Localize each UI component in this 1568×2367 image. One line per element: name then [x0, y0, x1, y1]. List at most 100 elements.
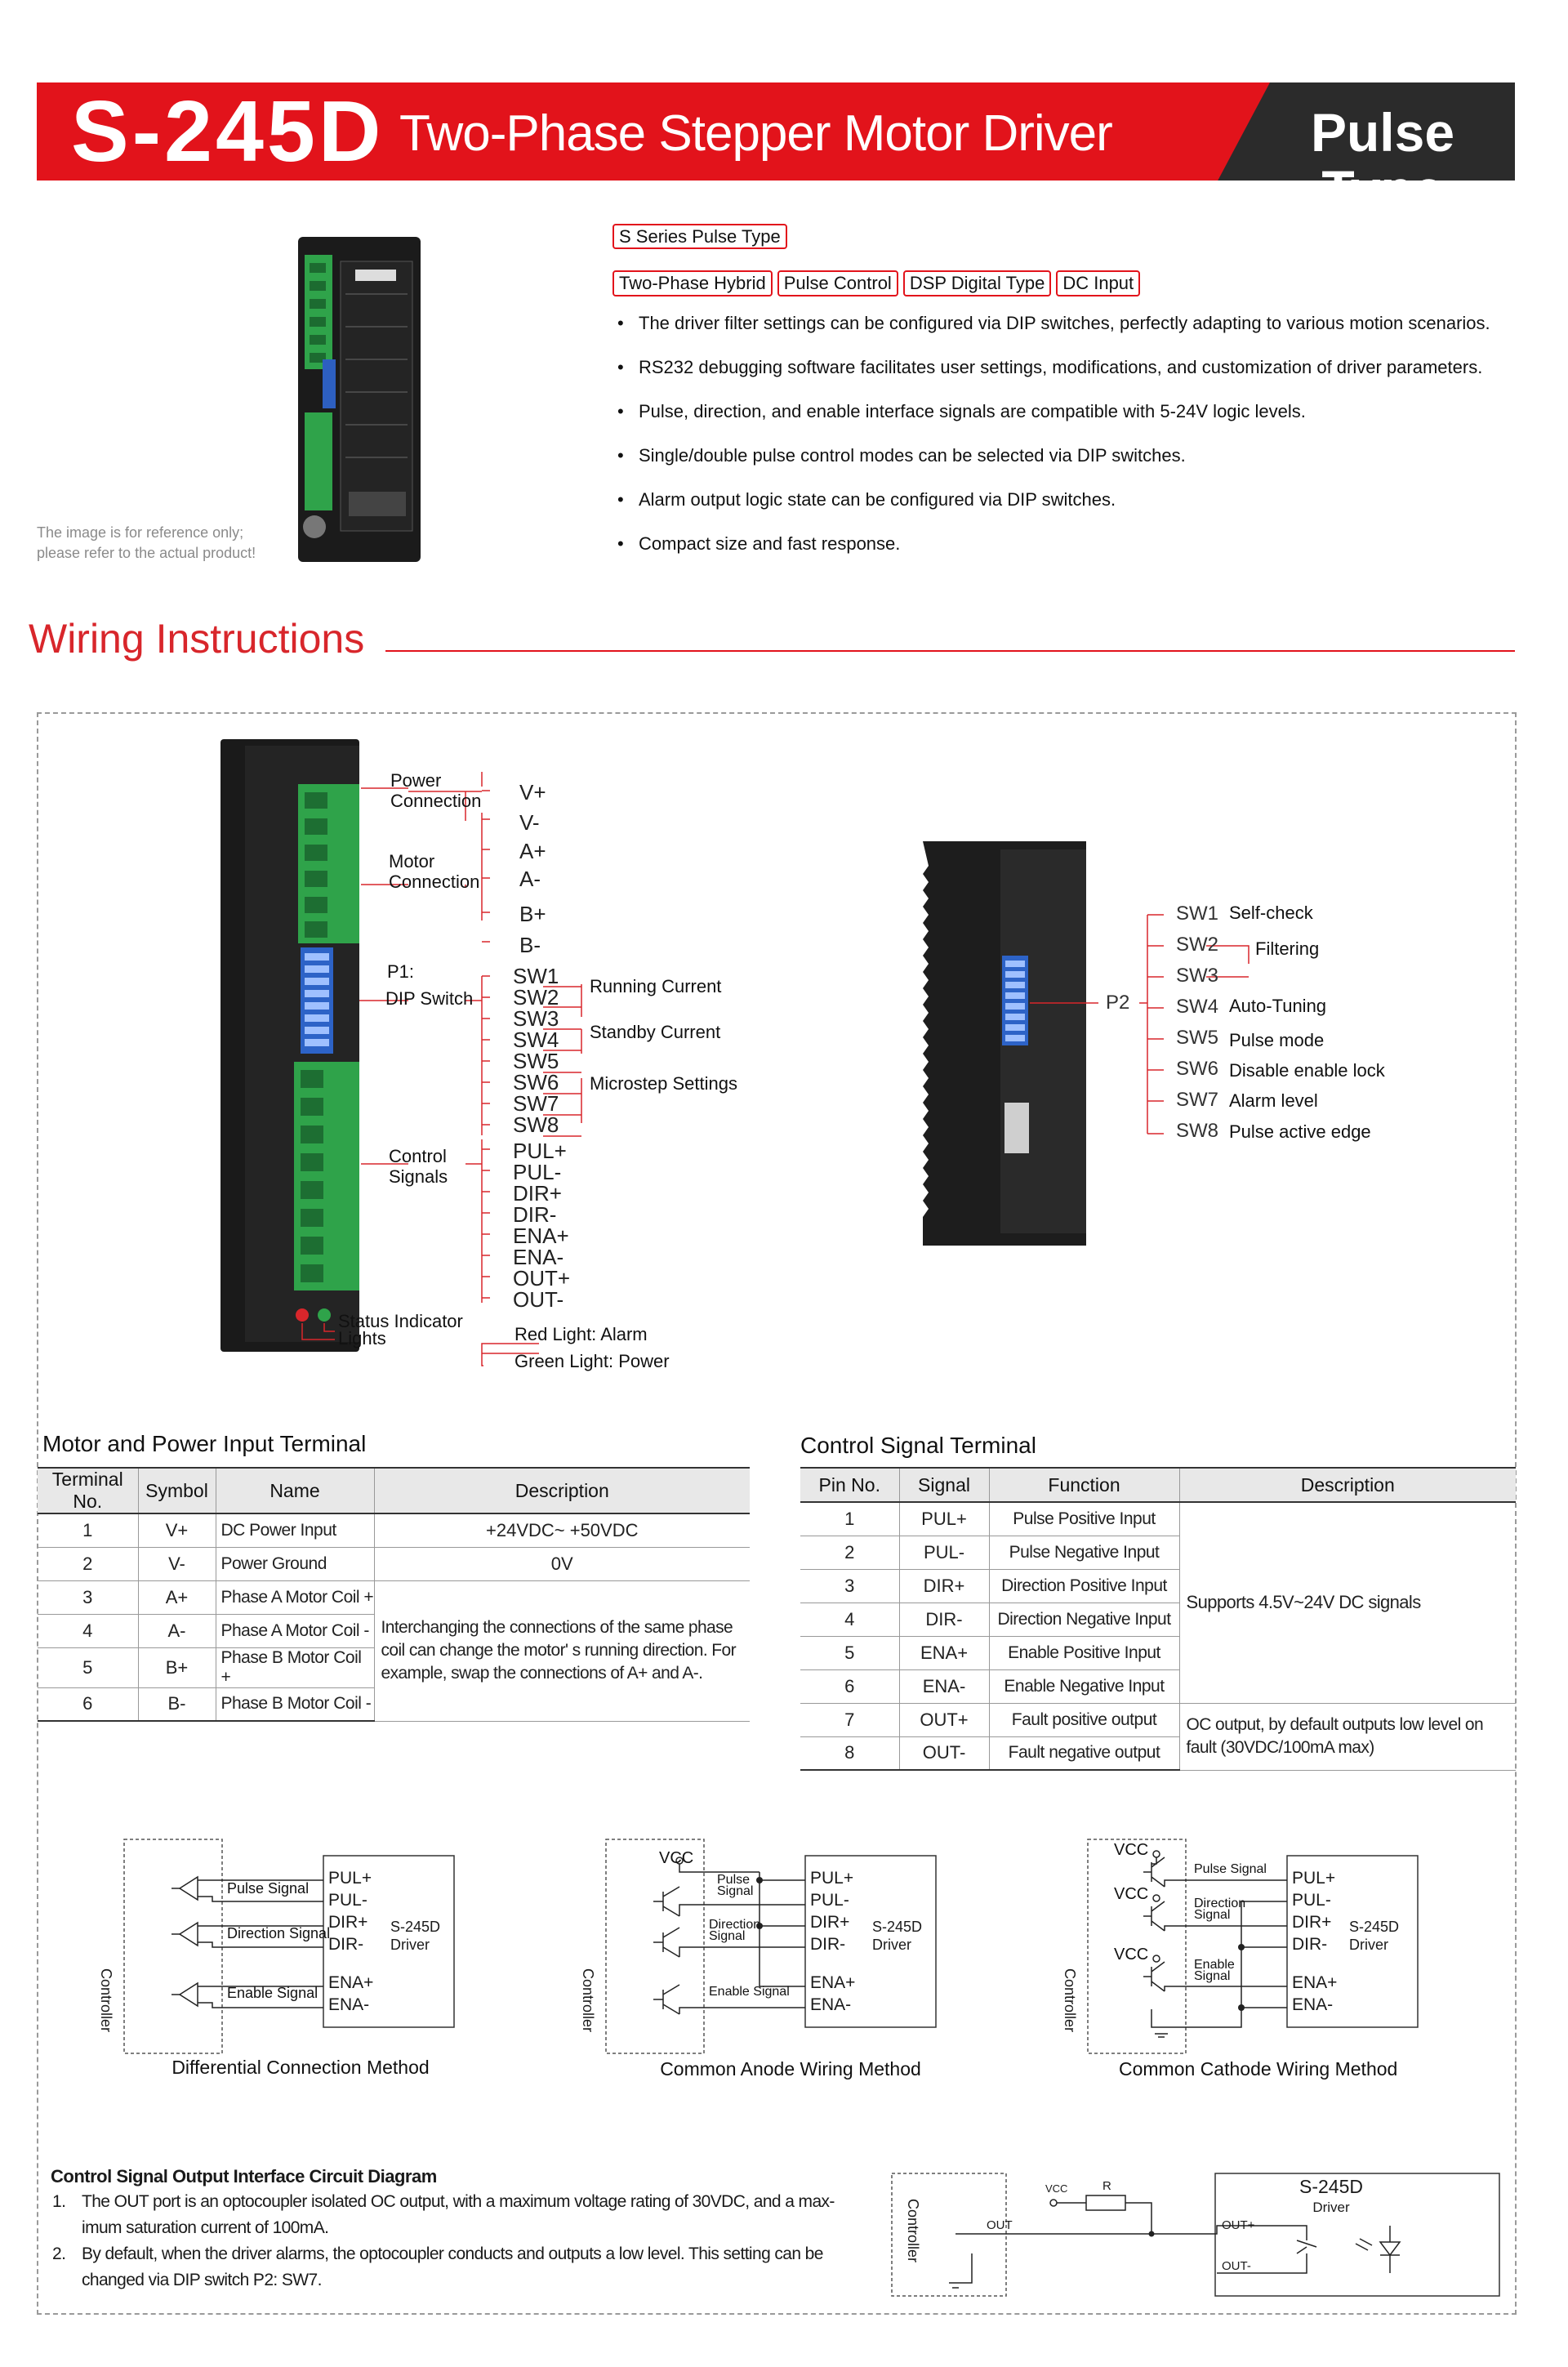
ctrl-pin: PUL-: [513, 1160, 562, 1184]
cell: V-: [137, 1547, 216, 1581]
diff-pin-list: PUL+ PUL- DIR+ DIR- ENA+ ENA-: [328, 1867, 373, 2016]
pin-label: PUL-: [1292, 1891, 1331, 1910]
cathode-vcc-1: VCC: [1114, 1841, 1149, 1859]
cell: A-: [137, 1614, 216, 1648]
cell: 3: [38, 1580, 138, 1615]
col-pin: Pin No.: [800, 1467, 899, 1503]
cell: 4: [800, 1603, 899, 1637]
ctrl-label-1: Control: [389, 1146, 447, 1166]
tag-pulse-control: Pulse Control: [777, 270, 898, 296]
table-row: 1 V+ DC Power Input +24VDC~ +50VDC: [38, 1513, 750, 1548]
cell: 3: [800, 1569, 899, 1603]
ctrl-pin: OUT-: [513, 1287, 564, 1312]
p2-fn-selfcheck: Self-check: [1229, 903, 1313, 923]
wiring-title-rule: [385, 650, 1515, 652]
pin-label: ENA+: [328, 1973, 374, 1992]
out-plus: OUT+: [1222, 2218, 1255, 2232]
outputs-description: OC output, by default outputs low level …: [1178, 1703, 1516, 1771]
note-number: 1.: [52, 2192, 66, 2211]
feature-item: Compact size and fast response.: [614, 533, 1521, 577]
cell: ENA+: [898, 1636, 989, 1670]
p1-label-2: DIP Switch: [385, 988, 474, 1009]
inputs-description: Supports 4.5V~24V DC signals: [1178, 1502, 1516, 1704]
pin-label: ENA+: [1292, 1973, 1338, 1992]
pin-label: ENA-: [1292, 1995, 1334, 2014]
p2-sw6: SW6: [1176, 1058, 1219, 1080]
p2-fn-filtering: Filtering: [1255, 938, 1320, 959]
cell: A+: [137, 1580, 216, 1615]
driver-label: S-245D: [872, 1919, 923, 1935]
out-driver-label: S-245D Driver: [1298, 2176, 1364, 2218]
driver-label: Driver: [1349, 1937, 1388, 1953]
image-note-line2: please refer to the actual product!: [37, 545, 256, 561]
table-row: 3 A+ Phase A Motor Coil + Interchanging …: [38, 1580, 750, 1722]
cell: Direction Negative Input: [988, 1603, 1179, 1637]
driver-label: Driver: [872, 1937, 911, 1953]
feature-item: The driver filter settings can be config…: [614, 313, 1521, 357]
pin-label: DIR+: [810, 1913, 850, 1932]
feature-item: Pulse, direction, and enable interface s…: [614, 401, 1521, 445]
p1-sw2: SW2: [513, 985, 559, 1010]
note-text: By default, when the driver alarms, the …: [82, 2244, 823, 2289]
col-terminal: Terminal No.: [38, 1467, 138, 1514]
anode-direction-2: Signal: [709, 1929, 746, 1943]
pin-label: DIR-: [1292, 1935, 1328, 1954]
feature-item: Alarm output logic state can be configur…: [614, 489, 1521, 533]
table-row: 4 A- Phase A Motor Coil -: [38, 1614, 750, 1648]
cell: 6: [38, 1687, 138, 1722]
cell: Pulse Positive Input: [988, 1502, 1179, 1536]
out-label: OUT: [987, 2218, 1013, 2232]
power-terminal-table: Terminal No. Symbol Name Description 1 V…: [38, 1467, 750, 1722]
anode-pulse-2: Signal: [717, 1884, 754, 1898]
ctrl-pin: OUT+: [513, 1266, 571, 1290]
caption-differential: Differential Connection Method: [172, 2057, 430, 2078]
pin-label: PUL+: [328, 1869, 372, 1888]
p1-sw1: SW1: [513, 964, 559, 988]
cell: Fault negative output: [988, 1736, 1179, 1771]
col-description: Description: [1178, 1467, 1516, 1503]
cell: 1: [800, 1502, 899, 1536]
motor-label-2: Connection: [389, 871, 480, 892]
table-row: 5 B+ Phase B Motor Coil +: [38, 1647, 750, 1688]
cell: +24VDC~ +50VDC: [373, 1513, 750, 1548]
tag-dc-input: DC Input: [1056, 270, 1141, 296]
cell: 2: [38, 1547, 138, 1581]
ctrl-pin: PUL+: [513, 1139, 567, 1163]
table-row: 1 PUL+ Pulse Positive Input Supports 4.5…: [800, 1502, 1516, 1704]
p2-fn-alarmlevel: Alarm level: [1229, 1090, 1318, 1111]
p1-sw6: SW6: [513, 1070, 559, 1094]
ctrl-pin: DIR-: [513, 1202, 557, 1227]
pin-vminus: V-: [519, 810, 540, 835]
cell: DC Power Input: [215, 1513, 374, 1548]
cathode-driver-label: S-245D Driver: [1349, 1918, 1399, 1954]
controller-label-3: Controller: [1062, 1968, 1078, 2033]
pin-label: ENA-: [328, 1995, 370, 2014]
cell: Phase B Motor Coil -: [215, 1687, 374, 1722]
pin-label: DIR+: [1292, 1913, 1332, 1932]
p2-fn-pulsemode: Pulse mode: [1229, 1030, 1325, 1050]
cell: DIR+: [898, 1569, 989, 1603]
wiring-title: Wiring Instructions: [29, 616, 365, 662]
output-section-title: Control Signal Output Interface Circuit …: [51, 2166, 437, 2186]
p2-sw3: SW3: [1176, 965, 1219, 987]
diff-driver-label: S-245D Driver: [390, 1918, 440, 1954]
table-row: 2 V- Power Ground 0V: [38, 1547, 750, 1581]
type-badge: Pulse Type: [1310, 102, 1455, 181]
product-subtitle: Two-Phase Stepper Motor Driver: [399, 105, 1113, 162]
pin-label: PUL+: [810, 1869, 854, 1888]
series-tag: S Series Pulse Type: [612, 224, 787, 249]
caption-common-cathode: Common Cathode Wiring Method: [1119, 2058, 1398, 2079]
cell: 5: [38, 1647, 138, 1688]
power-table-title: Motor and Power Input Terminal: [42, 1431, 367, 1456]
cell: Enable Positive Input: [988, 1636, 1179, 1670]
cell: Fault positive output: [988, 1703, 1179, 1737]
table-row: 4 DIR- Direction Negative Input: [800, 1603, 1516, 1637]
header-banner: S-245D Two-Phase Stepper Motor Driver Pu…: [37, 82, 1515, 181]
cell: Phase A Motor Coil +: [215, 1580, 374, 1615]
p1-sw3: SW3: [513, 1006, 559, 1031]
cell: 8: [800, 1736, 899, 1771]
p2-fn-pulseedge: Pulse active edge: [1229, 1121, 1371, 1142]
pin-aminus: A-: [519, 867, 541, 891]
cell: OUT-: [898, 1736, 989, 1771]
cathode-direction-1: Direction: [1194, 1897, 1246, 1910]
